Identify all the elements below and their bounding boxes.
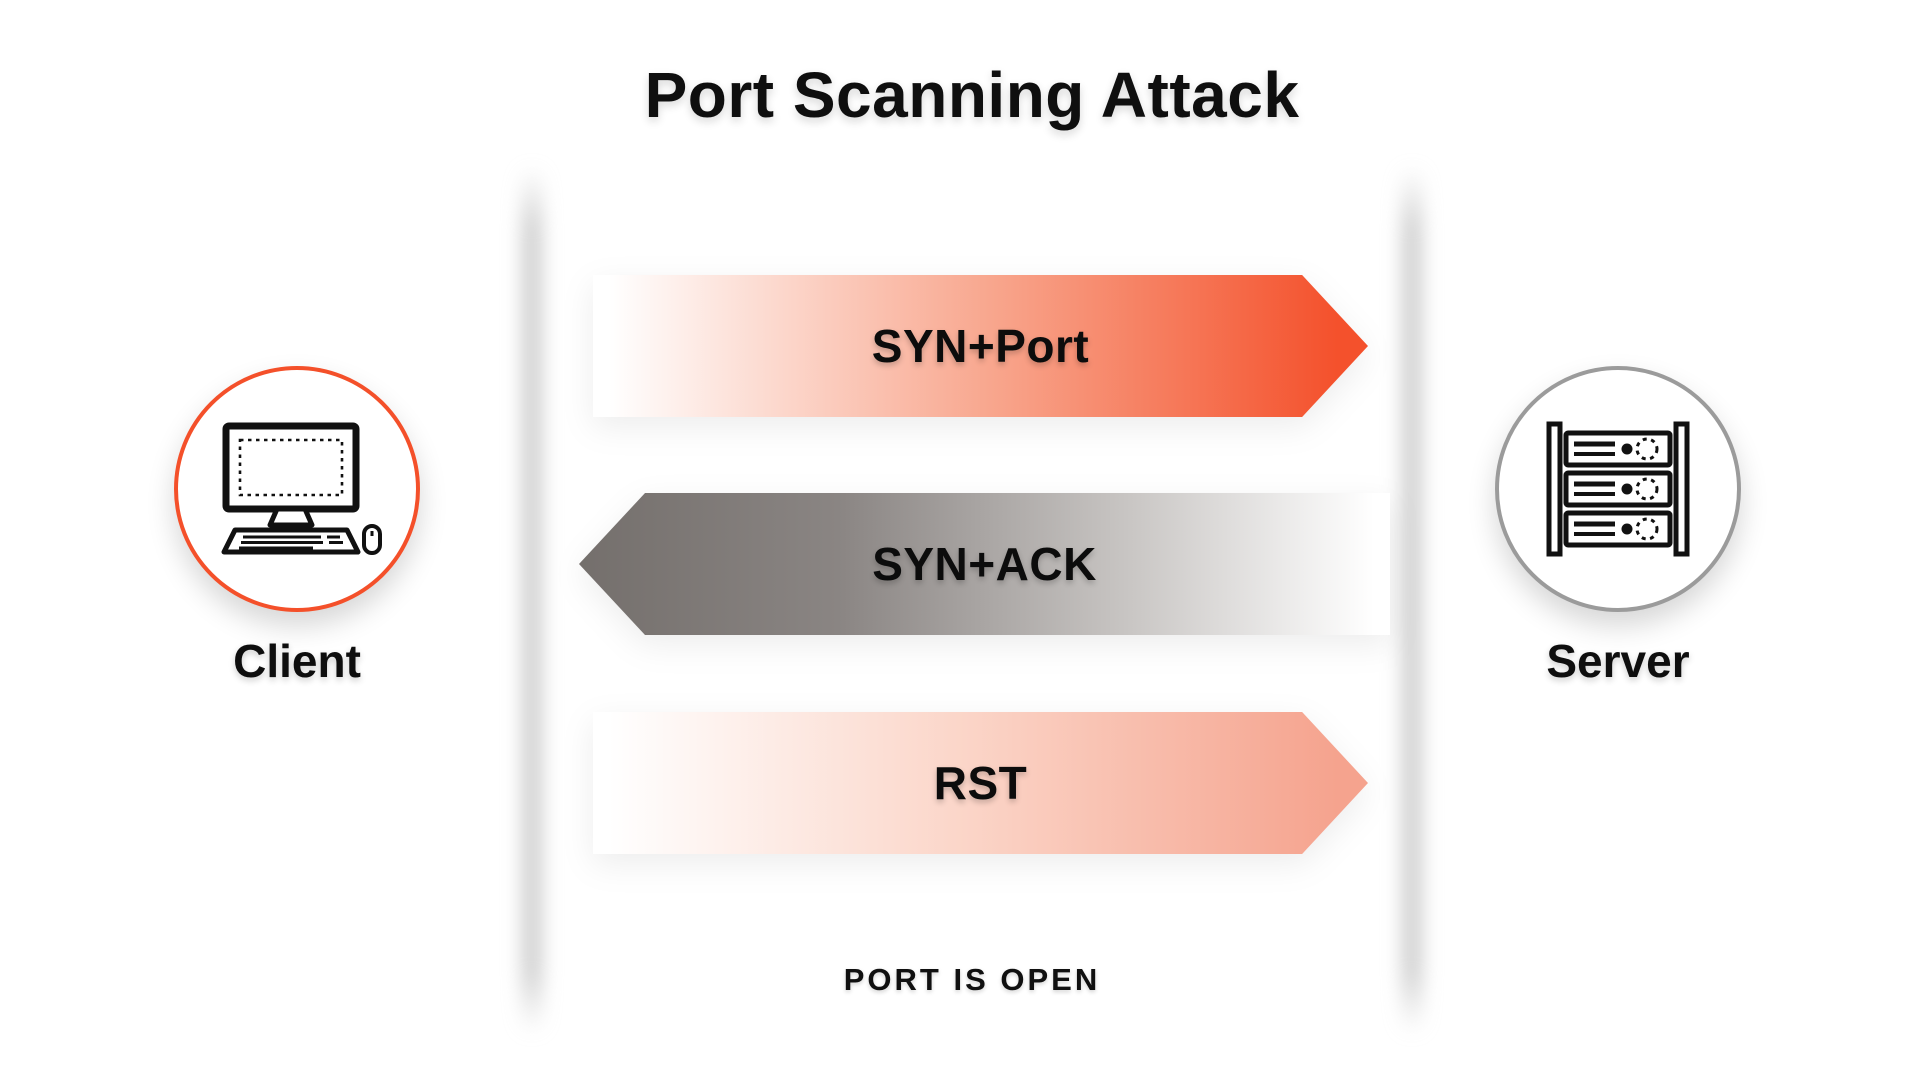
message-label: SYN+ACK — [872, 538, 1097, 590]
server-lifeline — [1404, 168, 1420, 1032]
status-text: PORT IS OPEN — [843, 962, 1101, 997]
message-arrow-syn-ack: SYN+ACK — [579, 493, 1390, 635]
message-arrow-rst: RST — [593, 712, 1368, 854]
left-arrow-shape: SYN+ACK — [579, 493, 1390, 635]
client-lifeline — [524, 168, 540, 1032]
client-circle — [174, 366, 420, 612]
right-arrow-shape: SYN+Port — [593, 275, 1368, 417]
message-label: SYN+Port — [871, 320, 1090, 372]
diagram-title: Port Scanning Attack — [644, 59, 1300, 131]
client-node: Client — [174, 366, 420, 688]
message-arrow-syn-port: SYN+Port — [593, 275, 1368, 417]
desktop-computer-icon — [221, 422, 382, 555]
server-rack-icon — [1546, 421, 1690, 557]
client-label: Client — [233, 635, 361, 687]
server-circle — [1495, 366, 1741, 612]
server-label: Server — [1546, 635, 1690, 687]
server-node: Server — [1495, 366, 1741, 688]
right-arrow-shape: RST — [593, 712, 1368, 854]
message-label: RST — [933, 757, 1028, 809]
